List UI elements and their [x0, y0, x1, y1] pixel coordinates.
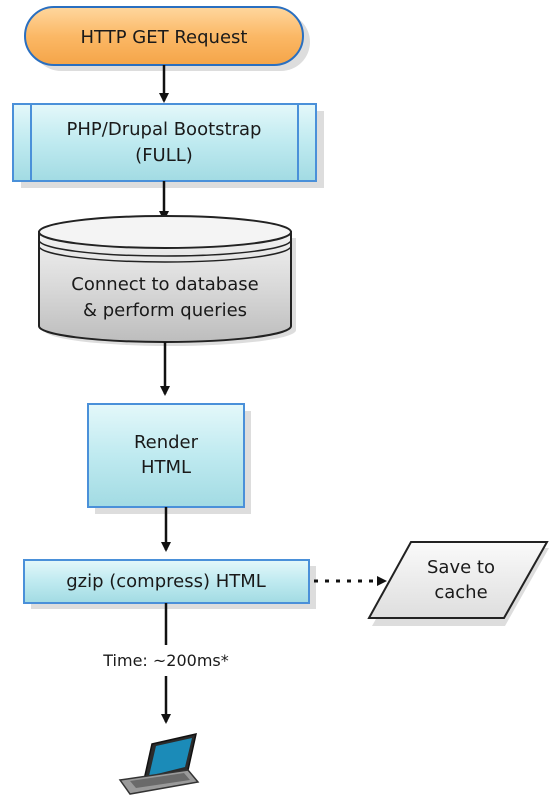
- cache-label-line1: Save to: [427, 557, 495, 578]
- database-label-line2: & perform queries: [83, 300, 247, 321]
- request-node: HTTP GET Request: [24, 6, 310, 71]
- laptop-icon: [118, 733, 200, 795]
- request-label: HTTP GET Request: [81, 27, 248, 48]
- render-label-line1: Render: [134, 432, 199, 453]
- cache-label-line2: cache: [434, 582, 487, 603]
- gzip-node: gzip (compress) HTML: [23, 559, 316, 609]
- cache-node: Save to cache: [367, 541, 549, 626]
- database-label-line1: Connect to database: [71, 274, 258, 295]
- render-label-line2: HTML: [141, 457, 191, 478]
- render-node: Render HTML: [87, 403, 251, 514]
- bootstrap-label-line2: (FULL): [135, 145, 193, 166]
- timing-label: Time: ~200ms*: [102, 651, 229, 670]
- gzip-label: gzip (compress) HTML: [66, 571, 266, 592]
- database-node: Connect to database & perform queries: [38, 215, 296, 346]
- bootstrap-label-line1: PHP/Drupal Bootstrap: [67, 119, 262, 140]
- bootstrap-node: PHP/Drupal Bootstrap (FULL): [12, 103, 324, 188]
